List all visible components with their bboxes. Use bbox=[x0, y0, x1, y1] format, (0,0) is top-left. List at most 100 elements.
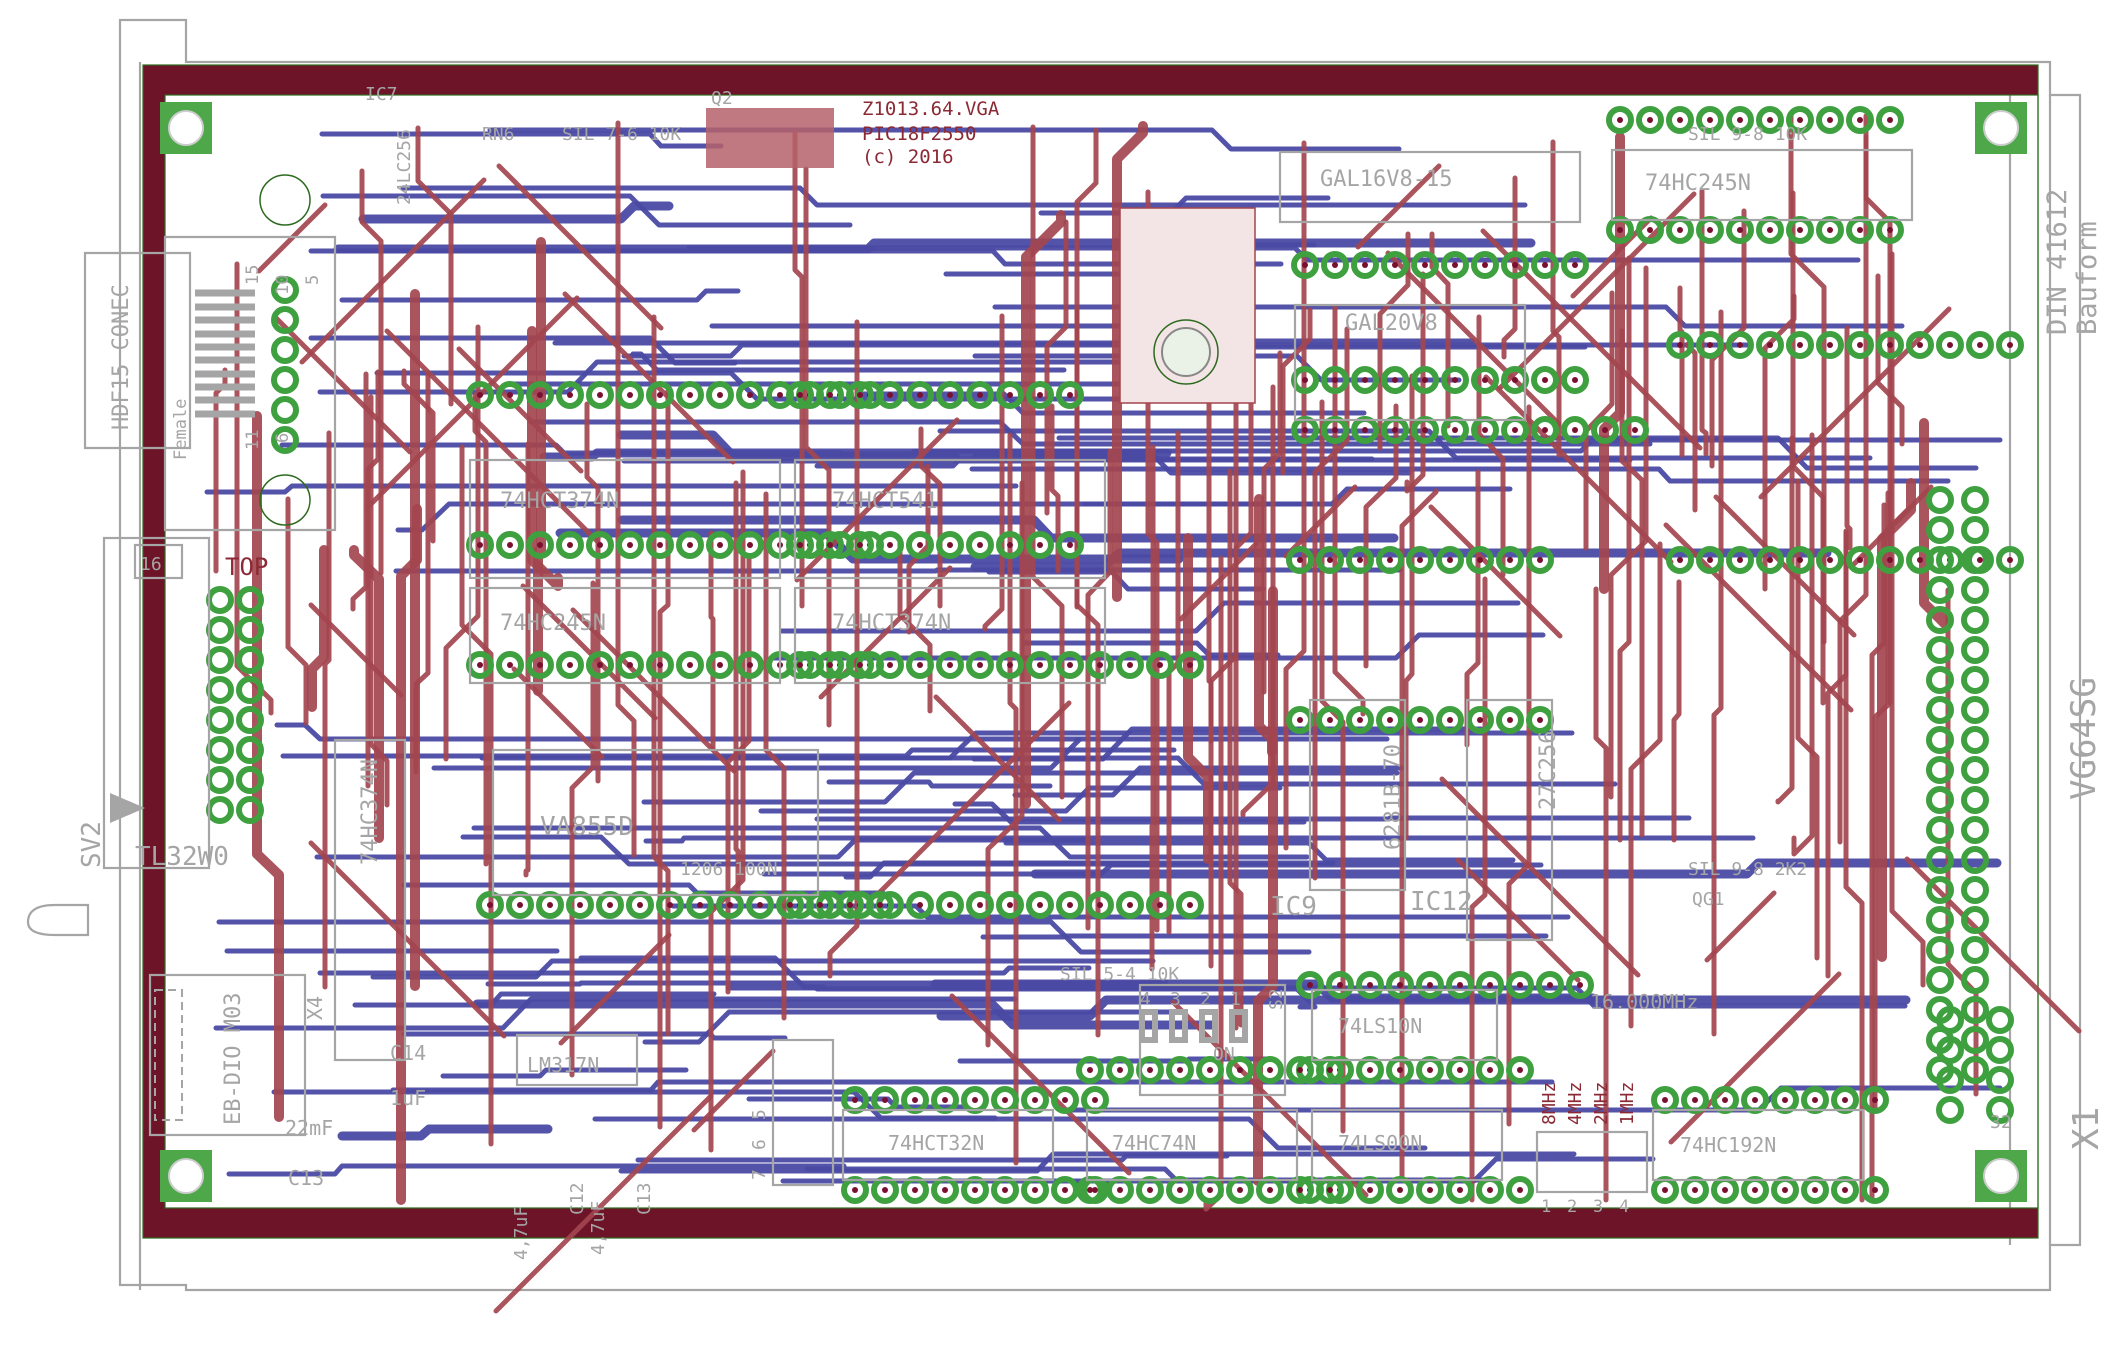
rn6-label: SIL 7-6 10K bbox=[562, 124, 681, 145]
select-pin-5: 5 bbox=[749, 1109, 770, 1120]
bottom-trace bbox=[826, 779, 1053, 789]
title-block: Z1013.64.VGA PIC18F2550 (c) 2016 bbox=[706, 98, 1000, 168]
pad-drill bbox=[1007, 392, 1013, 398]
pad-drill bbox=[1037, 662, 1043, 668]
pad bbox=[236, 616, 264, 644]
top-trace bbox=[1355, 163, 1442, 250]
pad-drill bbox=[942, 1187, 948, 1193]
c15-value: 22mF bbox=[285, 1116, 333, 1140]
pad-drill bbox=[1092, 1097, 1098, 1103]
pad bbox=[1961, 1056, 1989, 1084]
pad bbox=[1376, 706, 1404, 734]
top-trace bbox=[1385, 250, 1562, 427]
pad bbox=[996, 531, 1024, 559]
pad bbox=[1196, 1056, 1224, 1084]
ic-label-74hc245n-2: 74HC245N bbox=[1645, 171, 1751, 196]
pad bbox=[1506, 1176, 1534, 1204]
pad-drill bbox=[1677, 342, 1683, 348]
ic7-value: 24LC256 bbox=[394, 129, 415, 205]
pad bbox=[876, 381, 904, 409]
pad bbox=[236, 736, 264, 764]
pad-drill bbox=[657, 542, 663, 548]
top-trace bbox=[1240, 384, 1276, 818]
pad bbox=[1226, 1056, 1254, 1084]
edge-labels: DIN 41612 Bauform VG64SG X1 32 bbox=[1990, 189, 2107, 1150]
layer-label-top: TOP bbox=[225, 553, 268, 581]
pad-drill bbox=[717, 662, 723, 668]
ic-label-74hct374n: 74HCT374N bbox=[500, 489, 619, 514]
pad-drill bbox=[1797, 117, 1803, 123]
pad bbox=[1936, 1006, 1964, 1034]
pad bbox=[1861, 1086, 1889, 1114]
pad-drill bbox=[1397, 1187, 1403, 1193]
top-trace bbox=[350, 371, 369, 612]
pad bbox=[1116, 651, 1144, 679]
pad-drill bbox=[887, 392, 893, 398]
pad bbox=[1961, 846, 1989, 874]
pad bbox=[206, 676, 234, 704]
pad bbox=[1501, 251, 1529, 279]
top-trace bbox=[1399, 488, 1439, 1179]
ic-label-74hct541: 74HCT541 bbox=[832, 489, 938, 514]
pad-drill bbox=[1572, 427, 1578, 433]
pad-drill bbox=[1457, 1187, 1463, 1193]
pad-drill bbox=[1392, 377, 1398, 383]
pad bbox=[1146, 891, 1174, 919]
top-trace bbox=[949, 993, 1132, 1176]
pad bbox=[1926, 696, 1954, 724]
pad bbox=[206, 586, 234, 614]
pad bbox=[1496, 546, 1524, 574]
pad-drill bbox=[797, 392, 803, 398]
c10-label: 1206 100N bbox=[680, 859, 778, 880]
pad bbox=[1466, 546, 1494, 574]
pad-drill bbox=[567, 392, 573, 398]
pad bbox=[966, 891, 994, 919]
pad bbox=[996, 381, 1024, 409]
pad-drill bbox=[1767, 342, 1773, 348]
pad-drill bbox=[827, 392, 833, 398]
pad bbox=[206, 796, 234, 824]
pad bbox=[846, 381, 874, 409]
pad-drill bbox=[1737, 557, 1743, 563]
pad bbox=[676, 381, 704, 409]
pad bbox=[906, 651, 934, 679]
pad bbox=[236, 706, 264, 734]
pad-drill bbox=[1857, 557, 1863, 563]
pad-drill bbox=[1487, 982, 1493, 988]
pad bbox=[1286, 1176, 1314, 1204]
pad-drill bbox=[1327, 717, 1333, 723]
pad bbox=[936, 381, 964, 409]
top-trace bbox=[1085, 448, 1113, 931]
pad bbox=[1286, 1056, 1314, 1084]
pad bbox=[1816, 106, 1844, 134]
pad-drill bbox=[977, 662, 983, 668]
top-trace bbox=[1844, 325, 1853, 551]
pad bbox=[846, 651, 874, 679]
select-jumper: 5 6 7 bbox=[749, 1038, 835, 1187]
pad-drill bbox=[747, 542, 753, 548]
pad-drill bbox=[1332, 262, 1338, 268]
pad bbox=[496, 651, 524, 679]
pad bbox=[236, 766, 264, 794]
pad-drill bbox=[1127, 902, 1133, 908]
c14-ref: C14 bbox=[390, 1041, 426, 1065]
top-trace bbox=[1713, 494, 1857, 638]
ic-label-74hc374n: 74HC374N bbox=[358, 759, 383, 865]
top-trace bbox=[873, 700, 1072, 899]
clock-jumper: 8MHz 4MHz 2MHz 1MHz 1 2 3 4 bbox=[1535, 1082, 1649, 1217]
sv2-type-label: TL32W0 bbox=[135, 842, 229, 872]
pad bbox=[906, 531, 934, 559]
pad-drill bbox=[1302, 427, 1308, 433]
pad bbox=[1166, 1056, 1194, 1084]
bauform-label: Bauform bbox=[2072, 221, 2103, 335]
pad-drill bbox=[1692, 1187, 1698, 1193]
power-connector-name: EB-DIO M03 bbox=[221, 993, 246, 1125]
pad bbox=[1786, 106, 1814, 134]
pad bbox=[1346, 706, 1374, 734]
pad bbox=[1441, 366, 1469, 394]
top-trace bbox=[1469, 576, 1488, 1203]
pad-drill bbox=[1387, 717, 1393, 723]
pad bbox=[1961, 666, 1989, 694]
pad bbox=[1471, 251, 1499, 279]
top-trace bbox=[562, 291, 736, 465]
